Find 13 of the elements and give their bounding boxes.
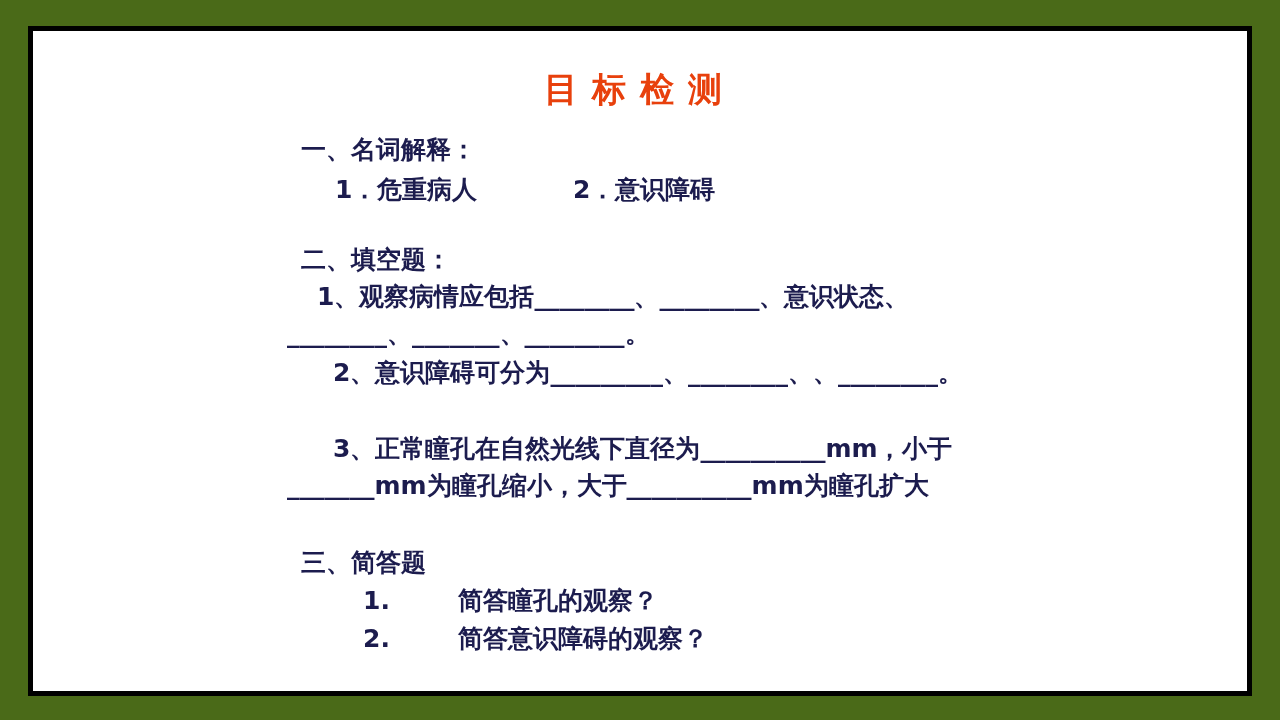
question-text: 简答瞳孔的观察？: [458, 585, 658, 617]
question-text: 3、正常瞳孔在自然光线下直径为__________mm，小于_______mm为瞳孔缩小，大于__________mm为瞳孔扩大: [287, 433, 954, 502]
list-number: 2.: [363, 623, 390, 655]
section-heading: 二、填空题：: [301, 244, 451, 276]
question-text: 简答意识障碍的观察？: [458, 623, 708, 655]
question-text: 1、观察病情应包括________、________、意识状态、________、_______、________。: [287, 281, 911, 350]
question-text: 2、意识障碍可分为_________、________、、________。: [332, 357, 964, 389]
section-heading: 一、名词解释：: [301, 134, 476, 166]
term-item: 1．危重病人: [335, 174, 478, 206]
section-heading: 三、简答题: [301, 547, 426, 579]
term-item: 2．意识障碍: [573, 174, 716, 206]
list-number: 1.: [363, 585, 390, 617]
slide-title: 目标检测: [543, 68, 737, 111]
